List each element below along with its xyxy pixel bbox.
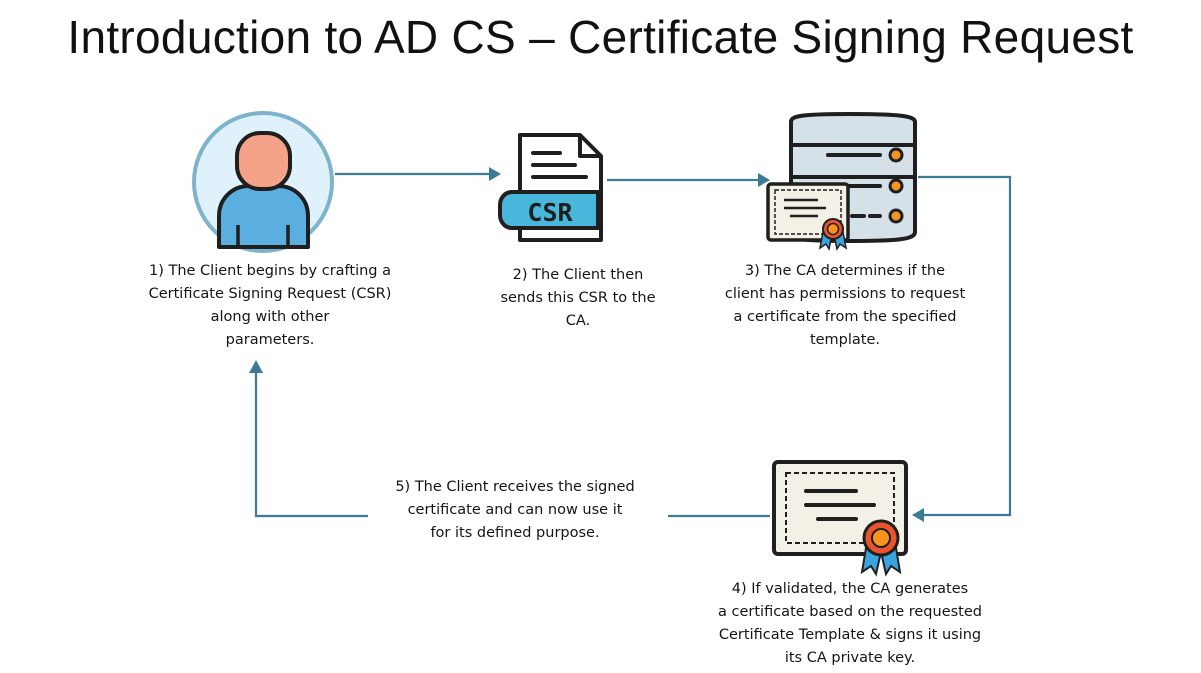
step5-line: certificate and can now use it <box>407 502 623 518</box>
step4-line: a certificate based on the requested <box>718 604 982 620</box>
step3-line: a certificate from the specified <box>733 309 957 325</box>
step1-line: 1) The Client begins by crafting a <box>148 263 392 279</box>
step1-line: along with other <box>210 309 330 325</box>
avatar-shoulders <box>217 184 310 249</box>
step5-line: for its defined purpose. <box>430 525 600 541</box>
step3-line: template. <box>809 332 881 348</box>
step5-caption: 5) The Client receives the signed certif… <box>370 476 660 545</box>
step4-line: 4) If validated, the CA generates <box>731 581 969 597</box>
arrowhead-client <box>249 360 263 373</box>
step4-line: its CA private key. <box>784 650 916 666</box>
server-led <box>888 208 904 224</box>
connectors <box>254 172 1012 518</box>
server-database-icon <box>766 112 917 252</box>
certificate-icon <box>766 182 850 252</box>
csr-label: CSR <box>527 198 573 227</box>
slide-title: Introduction to AD CS – Certificate Sign… <box>67 11 1134 63</box>
arrowhead-certificate <box>912 508 924 522</box>
step1-caption: 1) The Client begins by crafting a Certi… <box>120 260 420 352</box>
arrowhead-csr <box>489 167 501 181</box>
step1-line: Certificate Signing Request (CSR) <box>148 286 392 302</box>
csr-page-fold <box>578 135 601 158</box>
template-certificate-border <box>774 189 842 235</box>
step4-caption: 4) If validated, the CA generates a cert… <box>690 578 1010 670</box>
step3-caption: 3) The CA determines if the client has p… <box>700 260 990 352</box>
step1-line: parameters. <box>225 332 315 348</box>
step2-line: CA. <box>565 313 591 329</box>
step3-line: 3) The CA determines if the <box>744 263 946 279</box>
avatar-head <box>235 131 292 191</box>
step2-caption: 2) The Client then sends this CSR to the… <box>478 264 678 333</box>
template-rosette-center <box>826 222 840 236</box>
signed-rosette-center <box>871 528 891 548</box>
user-avatar-icon <box>192 111 334 253</box>
step2-line: sends this CSR to the <box>500 290 656 306</box>
csr-document-icon: CSR <box>498 133 603 242</box>
arrow-ca-to-certificate <box>918 175 1012 517</box>
server-top <box>789 112 917 147</box>
step4-line: Certificate Template & signs it using <box>718 627 982 643</box>
step2-line: 2) The Client then <box>512 267 644 283</box>
step5-line: 5) The Client receives the signed <box>395 479 635 495</box>
arrowheads <box>249 167 924 522</box>
arrow-return-to-client <box>254 372 368 518</box>
csr-band <box>498 190 600 230</box>
signed-certificate-border <box>785 472 895 544</box>
signed-certificate-icon <box>772 460 908 577</box>
server-led <box>888 147 904 163</box>
server-led <box>888 178 904 194</box>
arrowhead-ca <box>758 173 770 187</box>
step3-line: client has permissions to request <box>724 286 966 302</box>
